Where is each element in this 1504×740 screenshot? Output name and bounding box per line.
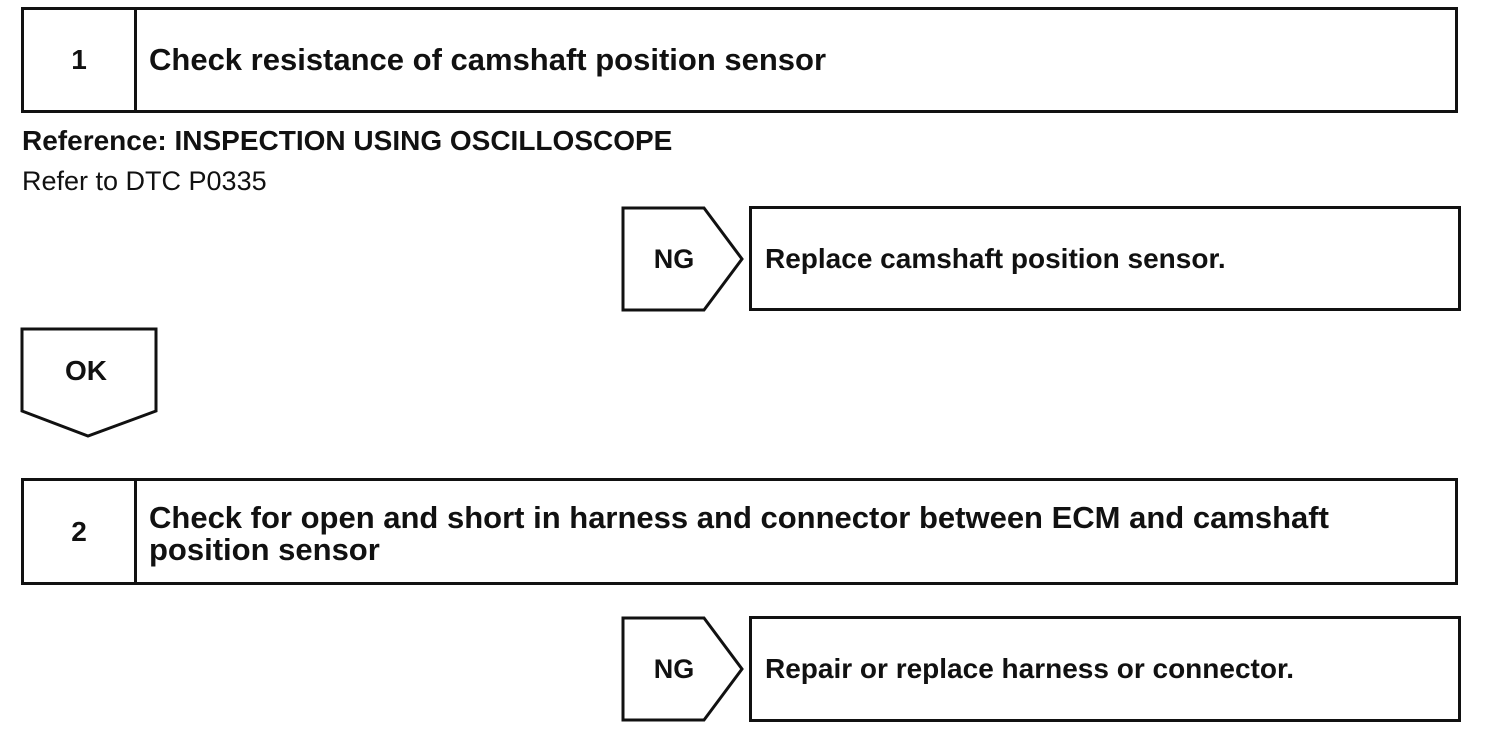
ok-arrow-shape	[20, 327, 158, 438]
step-number: 2	[24, 481, 137, 582]
ok-label: OK	[65, 355, 107, 386]
step-title: Check for open and short in harness and …	[149, 500, 1329, 567]
ok-arrow-tag: OK	[20, 327, 158, 438]
ng-label: NG	[653, 243, 695, 274]
reference-title: Reference: INSPECTION USING OSCILLOSCOPE	[22, 125, 673, 156]
reference-text: Refer to DTC P0335	[22, 166, 267, 196]
step-1-box: 1 Check resistance of camshaft position …	[21, 7, 1458, 113]
ng-arrow-shape	[621, 616, 744, 722]
step-title: Check resistance of camshaft position se…	[149, 42, 827, 77]
step-2-box: 2 Check for open and short in harness an…	[21, 478, 1458, 585]
ng-arrow-tag: NG	[621, 206, 745, 312]
ng-label: NG	[653, 653, 695, 684]
ng-action-box: Replace camshaft position sensor.	[749, 206, 1461, 311]
ng-arrow-shape	[621, 206, 744, 312]
ng-arrow-tag: NG	[621, 616, 745, 722]
step-number: 1	[24, 10, 137, 110]
ng-action-box: Repair or replace harness or connector.	[749, 616, 1461, 722]
